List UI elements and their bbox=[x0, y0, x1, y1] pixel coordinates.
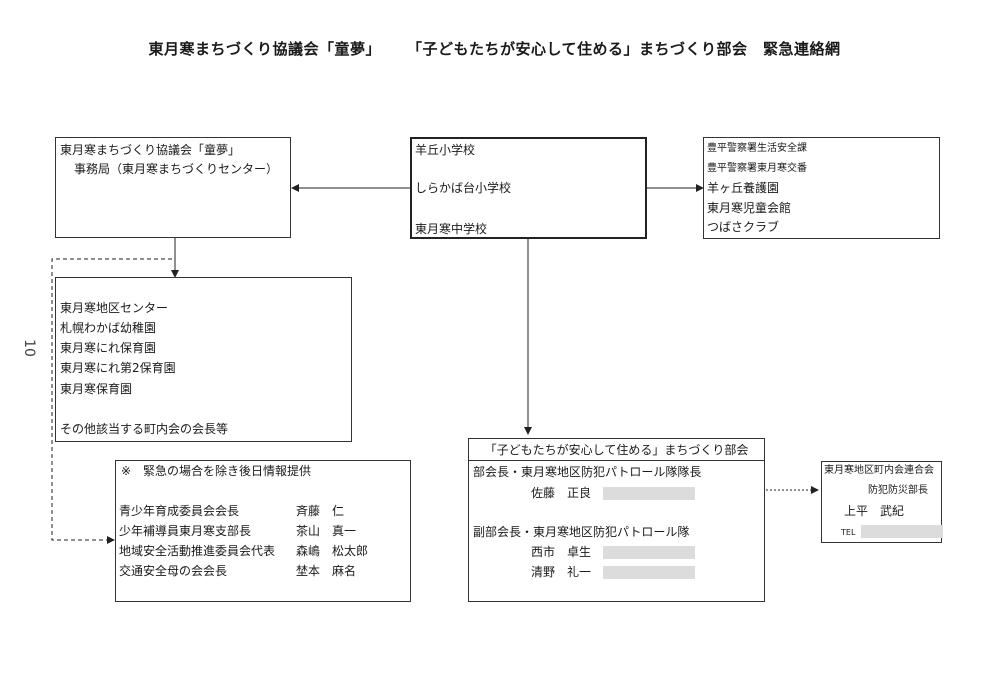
federation-line2: 防犯防災部長 bbox=[868, 485, 928, 496]
info-role: 地域安全活動推進委員会代表 bbox=[119, 544, 276, 558]
bureau-vice-row: 西市 卓生 bbox=[531, 544, 695, 560]
federation-tel-label: TEL bbox=[841, 528, 856, 537]
bureau-box: 「子どもたちが安心して住める」まちづくり部会 部会長・東月寒地区防犯パトロール隊… bbox=[468, 438, 765, 602]
facility-item: その他該当する町内会の会長等 bbox=[60, 422, 229, 436]
school-item: 羊丘小学校 bbox=[415, 143, 476, 157]
info-name: 斉藤 仁 bbox=[296, 504, 345, 518]
facility-item: 東月寒にれ第2保育園 bbox=[60, 361, 176, 375]
bureau-chief-name: 佐藤 正良 bbox=[531, 486, 592, 500]
schools-box: 羊丘小学校 しらかば台小学校 東月寒中学校 bbox=[410, 137, 647, 239]
info-role: 交通安全母の会会長 bbox=[119, 564, 228, 578]
police-item: つばさクラブ bbox=[707, 220, 780, 234]
bureau-vice-title: 副部会長・東月寒地区防犯パトロール隊 bbox=[473, 525, 690, 539]
facility-item: 札幌わかば幼稚園 bbox=[60, 321, 157, 335]
bureau-vice-row: 清野 礼一 bbox=[531, 564, 695, 580]
info-box: ※ 緊急の場合を除き後日情報提供 青少年育成委員会会長 斉藤 仁 少年補導員東月… bbox=[115, 460, 411, 602]
info-name: 森嶋 松太郎 bbox=[296, 544, 369, 558]
bureau-chief-row: 佐藤 正良 bbox=[531, 485, 695, 501]
facility-item: 東月寒保育園 bbox=[60, 382, 133, 396]
police-item: 羊ヶ丘養護園 bbox=[707, 181, 780, 195]
bureau-vice-name: 西市 卓生 bbox=[531, 545, 592, 559]
secretariat-line1: 東月寒まちづくり協議会「童夢」 bbox=[60, 143, 241, 157]
page-title: 東月寒まちづくり協議会「童夢」 「子どもたちが安心して住める」まちづくり部会 緊急… bbox=[0, 38, 989, 59]
info-name: 埜本 麻名 bbox=[296, 564, 357, 578]
redacted-phone bbox=[861, 525, 944, 538]
title-part1: 東月寒まちづくり協議会「童夢」 bbox=[148, 40, 381, 58]
police-item: 豊平警察署生活安全課 bbox=[707, 143, 807, 154]
police-item: 豊平警察署東月寒交番 bbox=[707, 163, 807, 174]
school-item: 東月寒中学校 bbox=[415, 222, 488, 236]
police-item: 東月寒児童会館 bbox=[707, 201, 792, 215]
federation-name: 上平 武紀 bbox=[844, 504, 905, 518]
facility-item: 東月寒にれ保育園 bbox=[60, 341, 157, 355]
info-role: 少年補導員東月寒支部長 bbox=[119, 524, 252, 538]
bureau-header: 「子どもたちが安心して住める」まちづくり部会 bbox=[484, 443, 749, 457]
title-part2: 「子どもたちが安心して住める」まちづくり部会 緊急連絡網 bbox=[406, 40, 841, 58]
bureau-chief-title: 部会長・東月寒地区防犯パトロール隊隊長 bbox=[473, 465, 702, 479]
info-role: 青少年育成委員会会長 bbox=[119, 504, 240, 518]
bureau-header-row: 「子どもたちが安心して住める」まちづくり部会 bbox=[469, 439, 764, 461]
bureau-vice-name: 清野 礼一 bbox=[531, 565, 592, 579]
federation-tel-row: TEL bbox=[841, 523, 944, 541]
police-box: 豊平警察署生活安全課 豊平警察署東月寒交番 羊ヶ丘養護園 東月寒児童会館 つばさ… bbox=[703, 137, 940, 239]
federation-line1: 東月寒地区町内会連合会 bbox=[824, 465, 934, 476]
redacted-phone bbox=[602, 566, 695, 579]
redacted-phone bbox=[602, 487, 695, 500]
facilities-box: 東月寒地区センター 札幌わかば幼稚園 東月寒にれ保育園 東月寒にれ第2保育園 東… bbox=[55, 277, 352, 442]
redacted-phone bbox=[602, 546, 695, 559]
info-name: 茶山 真一 bbox=[296, 524, 357, 538]
info-note: ※ 緊急の場合を除き後日情報提供 bbox=[121, 464, 312, 478]
dashed-arrow-to-info bbox=[51, 258, 172, 544]
secretariat-line2: 事務局（東月寒まちづくりセンター） bbox=[74, 162, 279, 176]
school-item: しらかば台小学校 bbox=[415, 181, 512, 195]
secretariat-box: 東月寒まちづくり協議会「童夢」 事務局（東月寒まちづくりセンター） bbox=[55, 137, 291, 238]
federation-box: 東月寒地区町内会連合会 防犯防災部長 上平 武紀 TEL bbox=[821, 461, 944, 543]
facility-item: 東月寒地区センター bbox=[60, 301, 169, 315]
